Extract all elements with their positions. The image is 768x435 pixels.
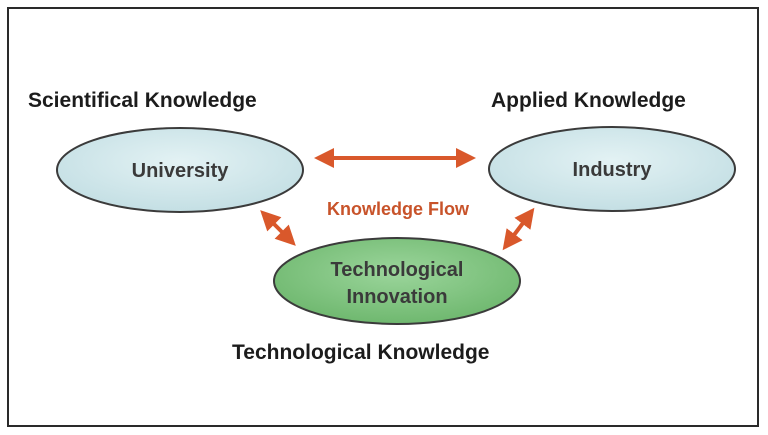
industry-node: Industry (488, 126, 736, 212)
innovation-label-line1: Technological (331, 259, 464, 281)
diagram-frame (7, 7, 759, 427)
university-innovation-arrow (260, 210, 296, 246)
innovation-ellipse (273, 237, 521, 325)
applied-knowledge-label: Applied Knowledge (491, 89, 686, 112)
knowledge-flow-label: Knowledge Flow (327, 199, 470, 219)
university-ellipse (56, 127, 304, 213)
technological-knowledge-label: Technological Knowledge (232, 341, 490, 364)
industry-ellipse (488, 126, 736, 212)
innovation-label-line2: Innovation (346, 286, 447, 308)
industry-innovation-arrow (502, 207, 535, 251)
industry-label: Industry (573, 159, 653, 181)
university-label: University (132, 160, 230, 182)
innovation-node: Technological Innovation (273, 237, 521, 325)
scientific-knowledge-label: Scientifical Knowledge (28, 89, 257, 112)
university-node: University (56, 127, 304, 213)
